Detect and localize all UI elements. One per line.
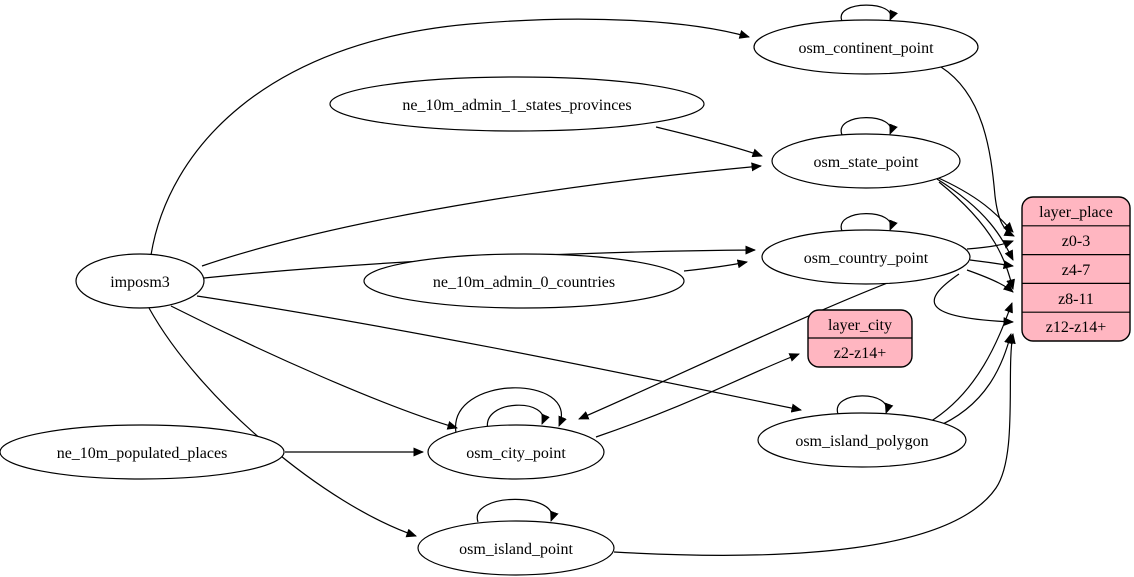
node-ellipse (329, 76, 705, 132)
node-osm_island_point: osm_island_point (417, 520, 615, 576)
record-layer_city: layer_city z2-z14+ (807, 309, 913, 368)
edge-self-osm_island_polygon (836, 395, 894, 415)
record-box (1021, 196, 1131, 342)
node-ellipse (753, 19, 979, 75)
edge-imposm3-osm_state_point (201, 162, 762, 267)
node-ellipse (757, 412, 967, 468)
record-row-z4-7: z4-7 (1062, 262, 1090, 279)
record-row-z2-z14: z2-z14+ (834, 345, 887, 362)
edge-osm_state_point-layer_place-z8_11 (938, 181, 1015, 290)
record-title: layer_city (828, 317, 892, 334)
node-osm_country_point: osm_country_point (761, 229, 971, 285)
node-label: osm_state_point (814, 154, 919, 171)
edge-osm_city_point-layer_city-z2_z14 (595, 353, 800, 438)
record-row-z0-3: z0-3 (1062, 233, 1090, 250)
edge-osm_country_point-layer_place-z8_11 (966, 269, 1014, 293)
node-osm_continent_point: osm_continent_point (753, 19, 979, 75)
node-ne_10m_admin_1_states_provinces: ne_10m_admin_1_states_provinces (329, 76, 705, 132)
edge-self-osm_city_point-inner (486, 404, 550, 431)
edge-self-osm_state_point (840, 117, 898, 136)
record-row-z8-11: z8-11 (1058, 291, 1094, 308)
edge-osm_island_point-layer_place-z12_z14 (613, 333, 1016, 556)
record-row-z12-z14: z12-z14+ (1046, 319, 1107, 336)
edge-osm_country_point-layer_place-z0_3 (966, 240, 1014, 250)
edge-self-osm_continent_point (840, 4, 898, 22)
node-label: osm_island_point (459, 541, 573, 558)
node-ellipse (0, 424, 285, 480)
edge-osm_country_point-osm_city_point (578, 276, 904, 420)
edge-osm_island_polygon-layer_place-z8_11 (927, 302, 1013, 424)
node-label: osm_continent_point (798, 40, 934, 57)
node-ellipse (761, 229, 971, 285)
edge-ne_10m_admin_0_countries-osm_country_point (683, 259, 748, 272)
edge-osm_island_polygon-layer_place-z12_z14 (933, 333, 1013, 429)
node-ellipse (771, 133, 961, 189)
node-label: imposm3 (110, 274, 170, 291)
node-label: osm_city_point (466, 445, 566, 462)
node-ne_10m_admin_0_countries: ne_10m_admin_0_countries (363, 253, 685, 309)
node-label: ne_10m_admin_0_countries (433, 274, 615, 291)
edge-osm_state_point-layer_place-z4_7 (936, 178, 1014, 261)
node-ellipse (75, 253, 205, 309)
node-osm_island_polygon: osm_island_polygon (757, 412, 967, 468)
node-ellipse (417, 520, 615, 576)
node-osm_city_point: osm_city_point (427, 424, 605, 480)
edge-ne_10m_admin_1_states_provinces-osm_state_point (655, 126, 763, 158)
edge-imposm3-osm_city_point (170, 305, 458, 430)
edge-imposm3-osm_continent_point (150, 18, 750, 256)
node-osm_state_point: osm_state_point (771, 133, 961, 189)
edge-osm_state_point-layer_place-z0_3 (933, 175, 1014, 233)
edge-osm_country_point-layer_place-z4_7 (969, 259, 1014, 270)
edge-osm_country_point-layer_place-z12_z14 (933, 273, 1014, 327)
node-ellipse (427, 424, 605, 480)
node-label: ne_10m_populated_places (57, 445, 228, 462)
node-ne_10m_populated_places: ne_10m_populated_places (0, 424, 285, 480)
node-label: osm_island_polygon (795, 433, 928, 450)
edge-self-osm_city_point-outer (455, 387, 567, 434)
node-ellipse (363, 253, 685, 309)
edge-imposm3-osm_island_polygon (196, 295, 802, 413)
node-imposm3: imposm3 (75, 253, 205, 309)
record-layer_place: layer_place z0-3 z4-7 z8-11 z12-z14+ (1021, 196, 1131, 342)
edge-imposm3-osm_island_point (148, 307, 417, 538)
node-label: ne_10m_admin_1_states_provinces (402, 97, 631, 114)
record-title: layer_place (1039, 204, 1113, 221)
node-label: osm_country_point (804, 250, 929, 267)
edge-self-osm_island_point (476, 498, 559, 523)
edge-self-osm_country_point (840, 213, 898, 232)
